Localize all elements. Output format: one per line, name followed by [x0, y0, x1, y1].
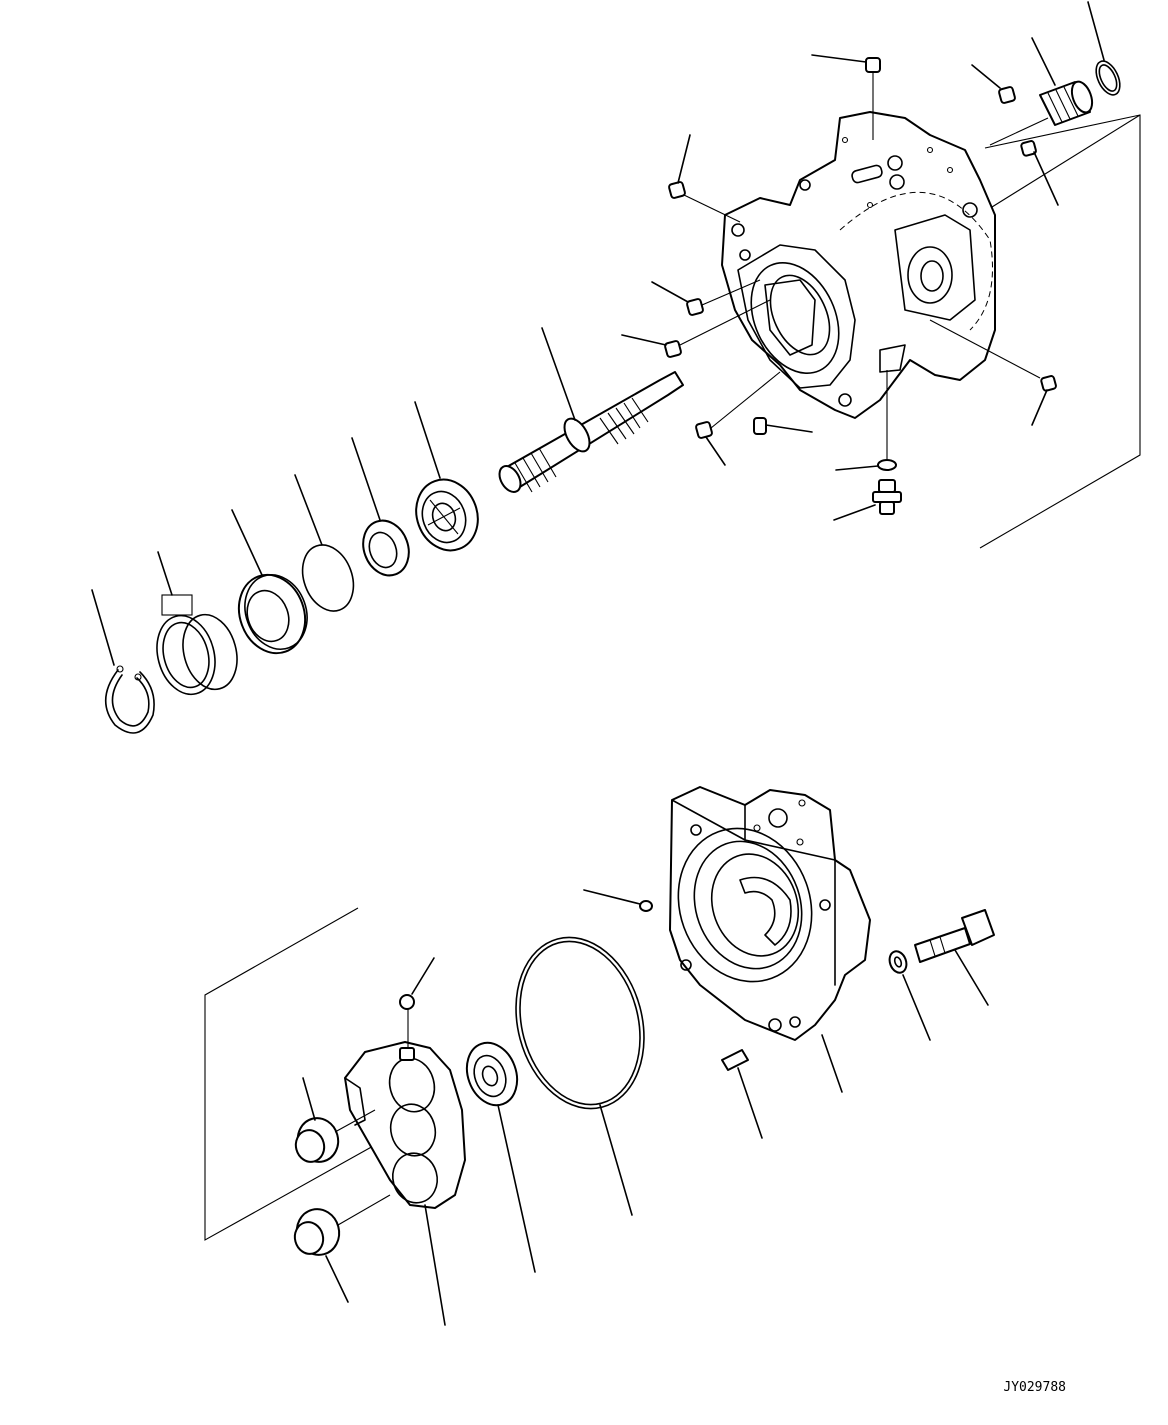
bottom-group-bracket — [204, 907, 376, 1241]
dowel-pin — [721, 1049, 763, 1139]
o-ring — [294, 474, 355, 612]
top-assembly — [91, 1, 1141, 734]
gear-pump-body — [344, 1008, 466, 1326]
sleeve — [989, 37, 1094, 146]
housing-plugs — [621, 54, 1059, 521]
plug-right — [1020, 140, 1059, 206]
pump-housing — [721, 111, 996, 419]
reference-code: JY029788 — [1003, 1380, 1066, 1395]
bottom-bearing — [465, 1041, 536, 1273]
mounting-bolt — [914, 909, 995, 1006]
plug-bottom-left — [695, 371, 781, 466]
plug-top — [811, 54, 881, 140]
oil-seal — [231, 509, 308, 655]
plug-top-right — [971, 64, 1016, 104]
gear-lower — [293, 1194, 391, 1303]
gear-upper — [294, 1077, 376, 1163]
seal-ring — [1087, 1, 1121, 96]
collar-ring — [351, 437, 410, 577]
check-ball — [583, 889, 653, 912]
spacer-rings — [156, 551, 238, 696]
end-cover — [669, 786, 871, 1093]
sleeve-and-seal — [989, 1, 1121, 146]
plug-bottom-right — [929, 319, 1057, 426]
large-o-ring — [515, 936, 645, 1216]
plug-left-upper — [668, 134, 741, 223]
bearing — [414, 401, 479, 552]
bottom-assembly — [204, 786, 995, 1326]
drive-shaft — [498, 327, 684, 493]
pin-bottom — [753, 417, 813, 435]
washer — [888, 950, 931, 1041]
ball-top — [399, 957, 435, 1010]
oring-small — [835, 370, 897, 471]
snap-ring — [91, 589, 155, 734]
union-fitting — [833, 479, 902, 521]
plug-left-lower — [621, 299, 771, 358]
plug-left-mid — [651, 279, 761, 316]
